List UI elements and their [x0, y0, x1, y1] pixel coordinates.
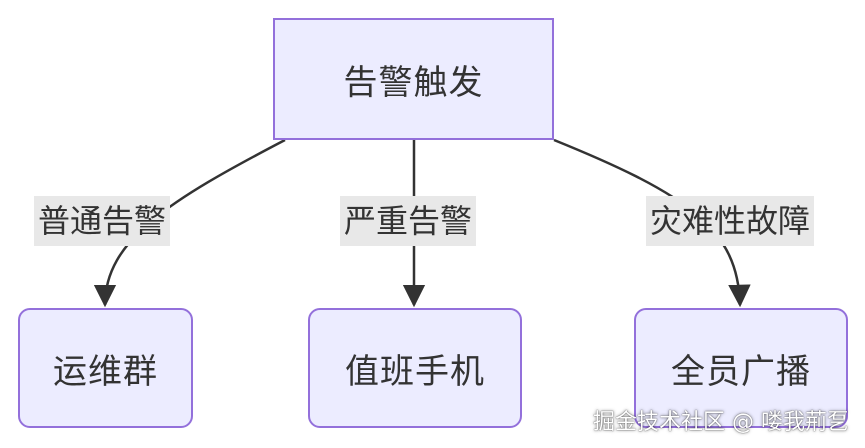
- node-ops-group: 运维群: [18, 308, 193, 428]
- node-all-broadcast-label: 全员广播: [671, 351, 811, 392]
- node-oncall-phone: 值班手机: [308, 308, 522, 428]
- node-oncall-phone-label: 值班手机: [345, 351, 485, 392]
- edge-label-disaster-failure: 灾难性故障: [646, 196, 815, 246]
- edge-label-normal-alert: 普通告警: [34, 196, 171, 246]
- node-ops-group-label: 运维群: [53, 351, 158, 392]
- node-alert-trigger-label: 告警触发: [343, 62, 484, 103]
- node-alert-trigger: 告警触发: [273, 18, 554, 140]
- watermark-text: 掘金技术社区 @ 喽我荊乭: [593, 410, 849, 435]
- node-all-broadcast: 全员广播: [634, 308, 848, 428]
- edge-label-severe-alert: 严重告警: [340, 196, 477, 246]
